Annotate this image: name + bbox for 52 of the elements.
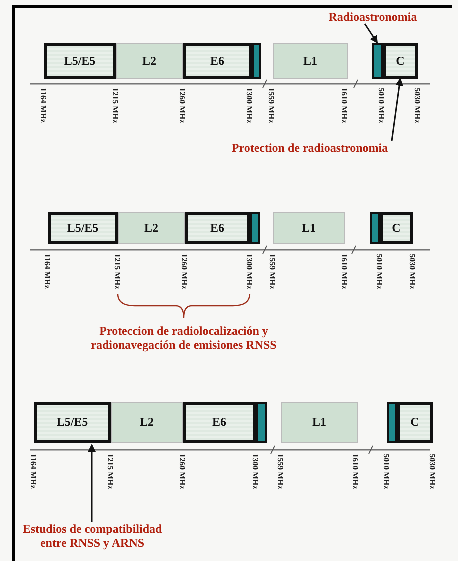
band-box: E6: [185, 212, 250, 244]
frequency-label: 5010 MHz: [377, 88, 386, 124]
band-box: L5/E5: [44, 43, 116, 79]
frequency-label: 1610 MHz: [351, 454, 360, 490]
frequency-label: 5030 MHz: [428, 454, 437, 490]
frequency-label: 1164 MHz: [43, 254, 52, 289]
bar: [372, 43, 383, 79]
band-box: L5/E5: [48, 212, 118, 244]
frequency-label: 5030 MHz: [413, 88, 422, 124]
bar: [256, 402, 267, 443]
frequency-label: 5030 MHz: [408, 254, 417, 290]
annotation-text: Proteccion de radiolocalización y radionavegación de emisiones RNSS: [90, 324, 278, 352]
arrow: [391, 78, 404, 142]
band-box: L2: [111, 402, 183, 443]
frequency-label: 1164 MHz: [29, 454, 38, 489]
frequency-label: 1215 MHz: [106, 454, 115, 490]
bar: [370, 212, 380, 244]
band-box: C: [380, 212, 413, 244]
frequency-label: 1300 MHz: [245, 88, 254, 124]
band-box: L2: [118, 212, 185, 244]
frequency-label: 1559 MHz: [268, 254, 277, 290]
frequency-label: 1260 MHz: [178, 88, 187, 124]
bar: [387, 402, 397, 443]
frequency-label: 1300 MHz: [245, 254, 254, 290]
frequency-label: 5010 MHz: [375, 254, 384, 290]
band-box: L1: [281, 402, 358, 443]
annotation-text: Protection de radioastronomia: [220, 141, 400, 155]
bar: [252, 43, 261, 79]
frequency-label: 1300 MHz: [251, 454, 260, 490]
band-box: L5/E5: [34, 402, 111, 443]
arrow: [88, 444, 96, 522]
band-box: E6: [183, 43, 252, 79]
frequency-label: 1164 MHz: [39, 88, 48, 123]
frequency-label: 1260 MHz: [178, 454, 187, 490]
frequency-label: 1610 MHz: [340, 254, 349, 290]
frequency-label: 1215 MHz: [113, 254, 122, 290]
band-box: L2: [116, 43, 183, 79]
frequency-label: 1215 MHz: [111, 88, 120, 124]
band-box: C: [383, 43, 418, 79]
annotation-text: Radioastronomia: [318, 10, 428, 24]
frequency-label: 5010 MHz: [382, 454, 391, 490]
frequency-label: 1559 MHz: [267, 88, 276, 124]
band-box: L1: [273, 43, 348, 79]
bar: [250, 212, 260, 244]
annotation-text: Estudios de compatibilidad entre RNSS y ARNS: [10, 522, 175, 550]
band-box: C: [397, 402, 433, 443]
frequency-label: 1260 MHz: [180, 254, 189, 290]
band-box: E6: [183, 402, 256, 443]
frequency-label: 1610 MHz: [340, 88, 349, 124]
arrow: [364, 24, 378, 44]
frequency-label: 1559 MHz: [276, 454, 285, 490]
band-box: L1: [273, 212, 345, 244]
